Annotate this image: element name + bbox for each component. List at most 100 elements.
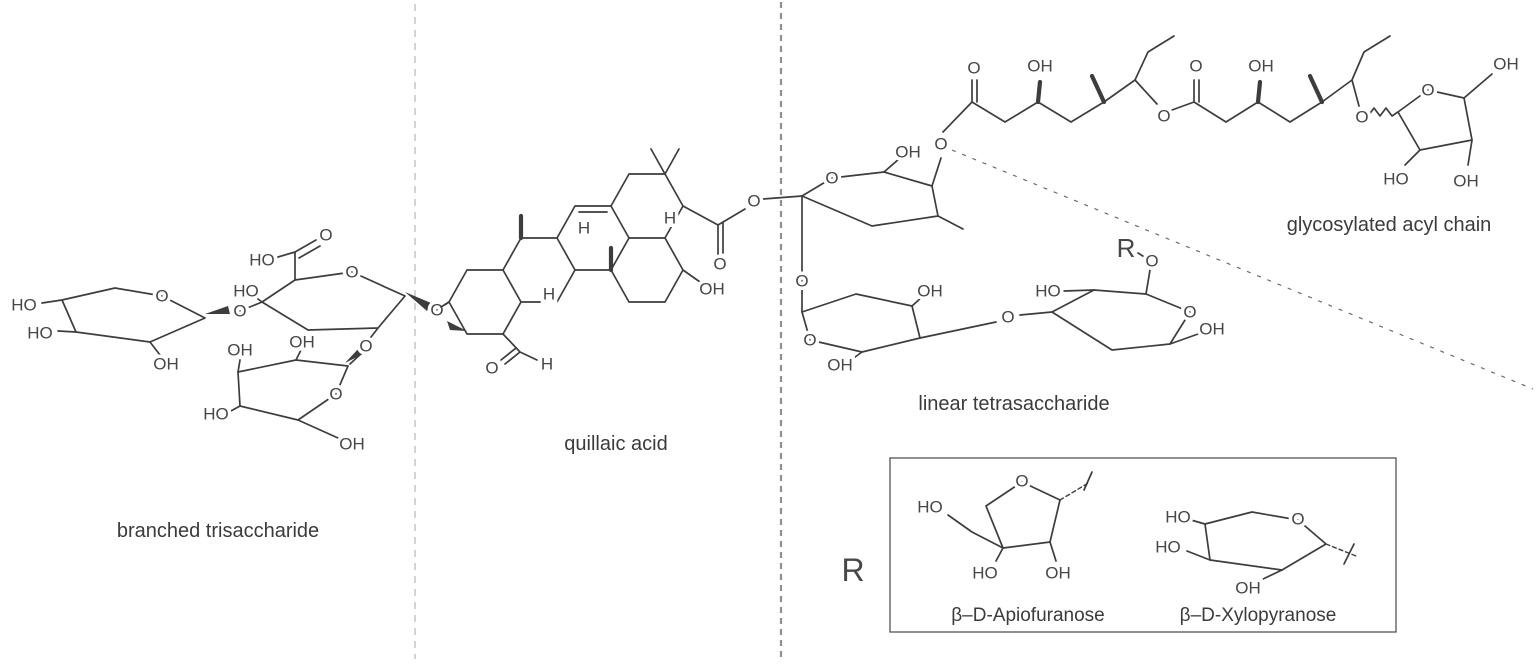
quillaic-acid-group: H H H OH O O O H quillaic acid [440,148,803,455]
r-legend-border [889,457,1397,633]
label-branched-trisaccharide: branched trisaccharide [117,520,319,542]
wavy-anomeric-bond [1367,107,1399,117]
pyranose-ring [801,171,939,227]
glycosidic-oxygen-label: O [795,272,808,291]
r-legend-symbol: R [841,552,864,588]
r-group-box: R O HO HO OH β–D-Apiofuranose HO HO O OH… [841,457,1397,633]
wedge-bond [405,292,431,311]
glycosidic-oxygen-label: O [359,337,372,356]
atom-label: OH [1027,57,1053,76]
atom-label: H [543,285,555,304]
linear-tetrasaccharide-group: O OH O O O OH OH O HO O O OH R linear te… [792,101,1228,415]
ester-oxygen-label: O [934,135,947,154]
atom-label: OH [153,355,179,374]
atom-label: HO [249,251,275,270]
atom-label: OH [917,282,943,301]
glycosidic-oxygen-label: O [1355,108,1368,127]
carbonyl-oxygen-label: O [967,59,980,78]
ring-oxygen-label: O [803,331,816,350]
label-xylopyranose: β–D-Xylopyranose [1180,605,1337,626]
atom-label: OH [1199,320,1225,339]
atom-label: HO [11,296,37,315]
cut-mark [1083,471,1093,491]
atom-label: HO [203,405,229,424]
ring-oxygen-label: O [329,385,342,404]
pyranose-ring [1051,289,1191,351]
atom-label: HO [1165,508,1191,527]
dashed-anomeric-bond [1325,543,1357,557]
bond-path [850,296,1053,361]
ester-oxygen-label: O [1157,107,1170,126]
bond-path [228,349,339,439]
atom-label: OH [227,341,253,360]
aldehyde-h-label: H [541,355,553,374]
branched-trisaccharide-group: HO HO O OH O HO O HO O O O OH OH O HO OH… [8,222,450,542]
triterpene-ring-system [448,173,684,335]
atom-label: H [664,209,676,228]
atom-label: OH [1235,579,1261,598]
bond-path [947,514,1057,562]
atom-label: HO [1155,538,1181,557]
atom-label: OH [827,356,853,375]
cut-mark [1343,543,1355,565]
pyranose-ring [261,271,406,331]
bond-path [1186,519,1283,581]
wedge-bond [205,306,230,314]
label-quillaic-acid: quillaic acid [564,433,667,455]
atom-label: HO [972,564,998,583]
aldehyde-oxygen-label: O [485,359,498,378]
wedge-bond [345,348,365,363]
atom-label: HO [1035,282,1061,301]
methyl-bond [1035,73,1325,105]
ring-oxygen-label: O [1421,81,1434,100]
ring-oxygen-label: O [345,263,358,282]
ester-oxygen-label: O [747,192,760,211]
ring-oxygen-label: O [1015,472,1028,491]
atom-label: HO [917,498,943,517]
pyranose-ring [61,287,206,343]
atom-label: OH [289,333,315,352]
atom-label: OH [1453,172,1479,191]
acyl-chain-skeleton [971,35,1391,123]
glycosidic-oxygen-label: O [1001,308,1014,327]
atom-label: OH [1493,55,1519,74]
atom-label: OH [1248,57,1274,76]
r-substituent-symbol: R [1117,233,1136,263]
atom-label: H [578,219,590,238]
glycosylated-acyl-chain-group: O OH O O OH O O OH HO OH glycosylated ac… [964,35,1522,236]
label-apiofuranose: β–D-Apiofuranose [951,605,1105,626]
atom-label: OH [1045,564,1071,583]
methyl-bond [518,213,614,273]
wedge-bond [447,321,467,331]
pyranose-ring [801,293,921,353]
ring-oxygen-label: O [1291,510,1304,529]
atom-label: OH [699,280,725,299]
glycosidic-oxygen-label: O [233,302,246,321]
ring-oxygen-label: O [1183,303,1196,322]
atom-label: HO [1383,170,1409,189]
atom-label: HO [233,282,259,301]
label-linear-tetrasaccharide: linear tetrasaccharide [918,393,1109,415]
r-oxygen-label: O [1145,252,1158,271]
bond-path [801,101,973,313]
bond-path [440,148,803,365]
ring-oxygen-label: O [155,287,168,306]
bond-path [1063,252,1199,345]
dashed-anomeric-bond [1059,481,1091,501]
label-glycosylated-acyl-chain: glycosylated acyl chain [1287,214,1492,236]
acyl-region-diagonal-divider [951,149,1534,390]
furanose-ring [985,481,1061,549]
glycosidic-oxygen-label: O [430,301,443,320]
furanose-ring [1397,89,1473,151]
bond-path [41,299,161,356]
pyranose-ring [1204,511,1327,571]
carbonyl-oxygen-label: O [1189,57,1202,76]
ring-oxygen-label: O [825,169,838,188]
atom-label: OH [895,143,921,162]
carbonyl-oxygen-label: O [713,255,726,274]
atom-label: OH [339,435,365,454]
bond-path [1404,73,1493,166]
atom-label: HO [27,324,53,343]
